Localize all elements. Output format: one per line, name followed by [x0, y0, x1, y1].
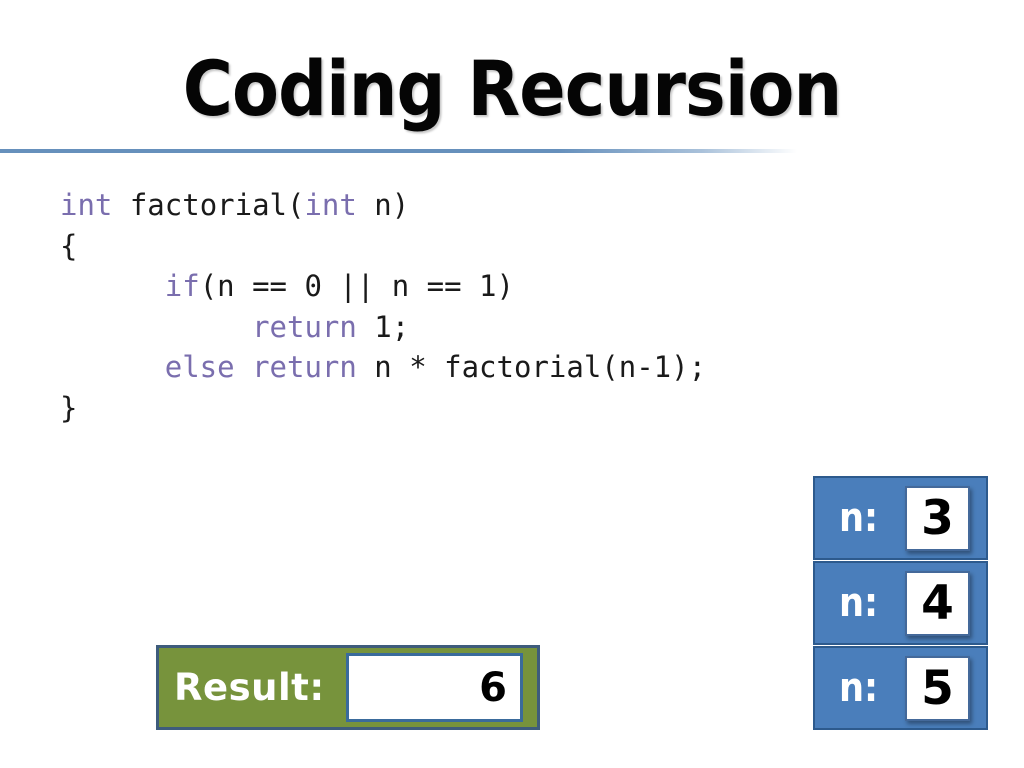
- code-keyword: else: [164, 350, 235, 384]
- code-keyword: return: [252, 350, 357, 384]
- code-line: int factorial(int n): [60, 185, 706, 226]
- result-label: Result:: [174, 666, 325, 709]
- code-token: [60, 350, 165, 384]
- code-line: }: [60, 388, 706, 429]
- code-token: (n == 0 || n == 1): [199, 269, 514, 303]
- code-token: n * factorial(n-1);: [356, 350, 707, 384]
- code-keyword: int: [304, 188, 357, 222]
- frame-label: n:: [839, 665, 879, 711]
- code-block: int factorial(int n){ if(n == 0 || n == …: [60, 185, 706, 428]
- frame-value: 5: [921, 660, 954, 716]
- code-token: factorial(: [112, 188, 305, 222]
- frame-value-box: 5: [905, 655, 970, 721]
- result-box: Result: 6: [156, 645, 540, 730]
- frame-value-box: 4: [905, 570, 970, 636]
- frame-value: 3: [921, 490, 954, 546]
- code-token: [60, 310, 252, 344]
- code-keyword: if: [164, 269, 200, 303]
- result-value-box: 6: [346, 653, 523, 722]
- code-token: 1;: [356, 309, 410, 344]
- recursion-stack: n: 3 n: 4 n: 5: [813, 476, 988, 730]
- frame-label: n:: [839, 495, 879, 541]
- stack-frame: n: 4: [813, 561, 988, 645]
- result-value: 6: [479, 664, 507, 711]
- stack-frame: n: 5: [813, 646, 988, 730]
- page-title: Coding Recursion: [182, 44, 842, 133]
- code-keyword: return: [252, 309, 357, 344]
- frame-label: n:: [839, 580, 879, 626]
- code-line: {: [60, 226, 706, 267]
- code-token: [235, 350, 252, 384]
- frame-value-box: 3: [905, 485, 970, 551]
- title-divider-rule: [0, 149, 797, 153]
- code-line: else return n * factorial(n-1);: [60, 347, 706, 388]
- code-keyword: int: [60, 188, 113, 222]
- code-token: [60, 269, 165, 303]
- code-line: if(n == 0 || n == 1): [60, 266, 706, 307]
- frame-value: 4: [921, 575, 954, 631]
- code-line: return 1;: [60, 307, 706, 348]
- code-token: {: [60, 228, 78, 263]
- code-token: }: [60, 390, 78, 425]
- stack-frame: n: 3: [813, 476, 988, 560]
- code-token: n): [356, 188, 410, 222]
